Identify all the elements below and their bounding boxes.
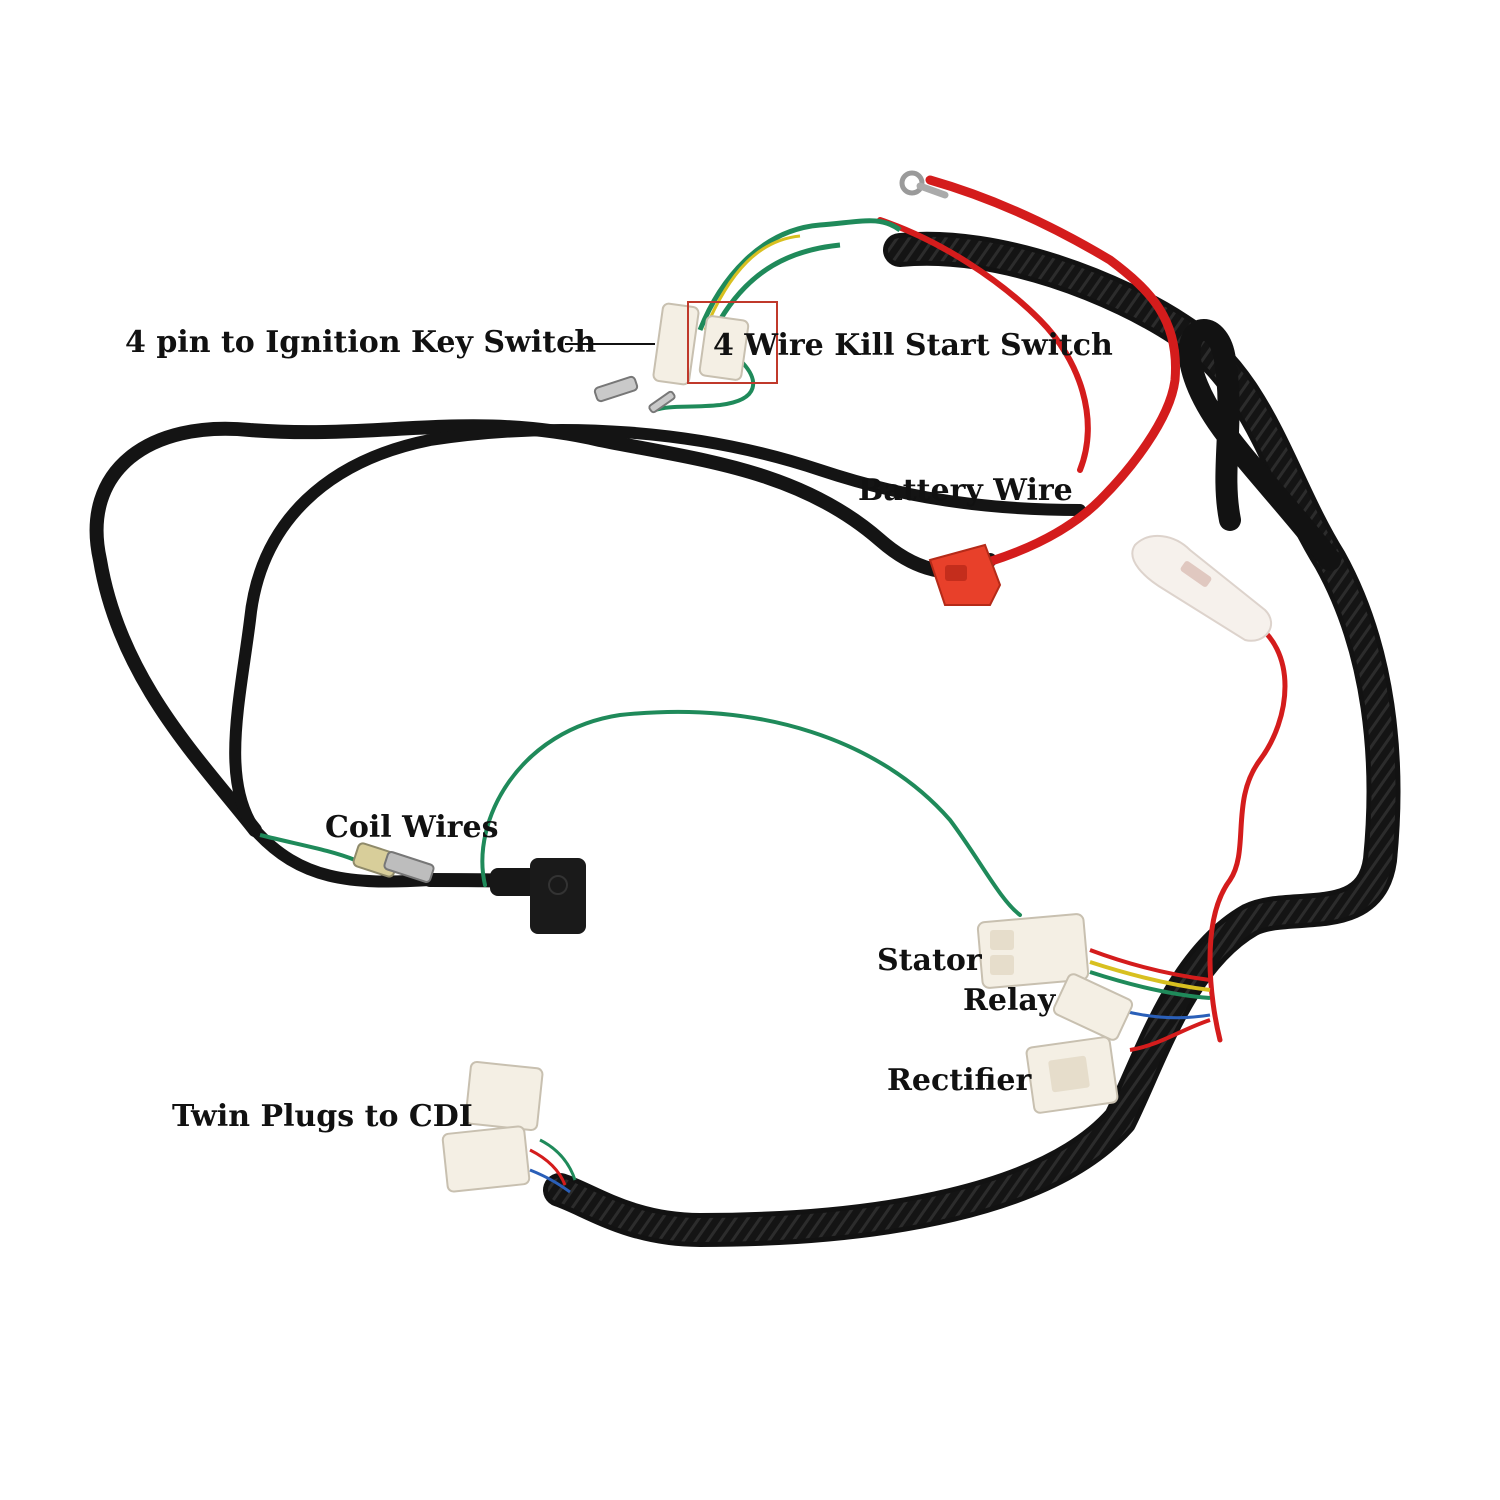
ignition-spade-terminals: [593, 375, 676, 414]
ignition-green-wires: [654, 218, 902, 412]
label-ignition-key-switch: 4 pin to Ignition Key Switch: [125, 325, 597, 360]
kill-switch-highlight-box: [687, 301, 778, 384]
battery-boot: [928, 543, 1002, 606]
label-relay: Relay: [963, 983, 1056, 1018]
label-twin-plugs-cdi: Twin Plugs to CDI: [172, 1099, 473, 1134]
label-coil-wires: Coil Wires: [325, 810, 499, 845]
inline-fuse-holder: [1131, 534, 1272, 642]
label-rectifier: Rectifier: [887, 1063, 1032, 1098]
coil-spade-terminals: [352, 842, 435, 883]
relay-connector: [1052, 973, 1134, 1041]
red-battery-wire: [877, 175, 1181, 575]
label-battery-wire: Battery Wire: [858, 473, 1073, 508]
label-stator: Stator: [877, 943, 982, 978]
ring-terminal: [899, 170, 949, 199]
fuse-red-wire: [1207, 617, 1288, 1043]
cdi-twin-plugs: [441, 1061, 544, 1193]
rectifier-connector: [1025, 1036, 1119, 1114]
coil-boot: [490, 858, 586, 934]
label-kill-start-switch: 4 Wire Kill Start Switch: [713, 328, 1113, 363]
coil-ground-green-wire: [259, 833, 356, 862]
upper-branch-sheath: [1178, 319, 1341, 571]
stator-connector: [976, 913, 1090, 989]
left-black-loop-wire: [89, 419, 1086, 888]
coil-green-wire: [480, 709, 1022, 917]
